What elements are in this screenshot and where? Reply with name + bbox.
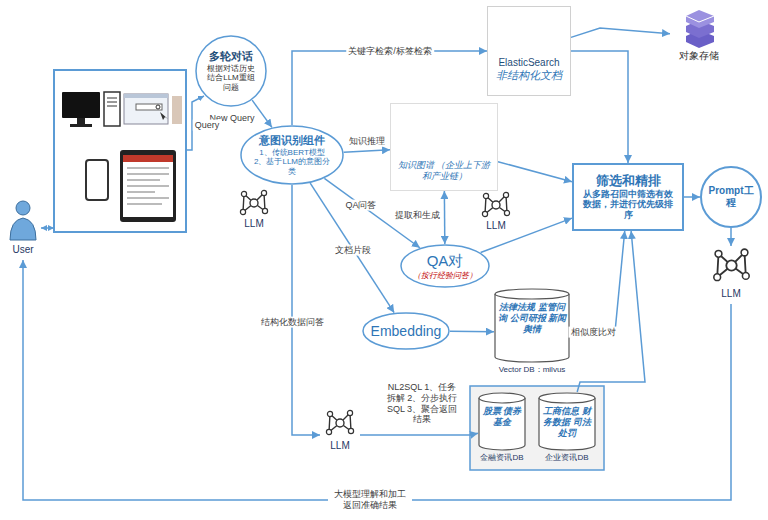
node-title: LLM — [486, 220, 505, 232]
connector — [292, 185, 320, 435]
ellipse-outline — [241, 126, 343, 184]
ellipse-outline — [196, 36, 266, 106]
node-body: 根据对话历史结合LLM重组问题 — [204, 64, 258, 93]
prompt-circle: Prompt工程 — [700, 166, 762, 228]
edge-label: 提取和生成 — [393, 210, 442, 221]
node-title: 多轮对话 — [209, 50, 253, 63]
cylinder-top — [479, 393, 525, 403]
qa-ellipse: QA对（按行经验问答） — [400, 244, 490, 288]
connector — [360, 433, 478, 435]
storage-icon — [686, 10, 714, 48]
node-title: ElasticSearch — [498, 57, 559, 69]
node-title: 意图识别组件 — [259, 134, 325, 147]
ellipse-outline — [401, 245, 489, 287]
node-title: QA对 — [427, 252, 464, 270]
search-engine-box: ElasticSearch非结构化文档 — [487, 6, 571, 96]
enterprise-db-cylinder: 工商信息 财务数据 司法处罚企业资讯DB — [538, 392, 596, 464]
cylinder-top — [539, 393, 595, 403]
connector — [344, 150, 390, 152]
cylinder-top — [495, 289, 569, 299]
node-body: 非结构化文档 — [496, 69, 562, 82]
node-title: LLM — [330, 440, 349, 452]
edge-label: 关键字检索/标签检索 — [346, 46, 434, 57]
edge-label: 相似度比对 — [569, 327, 618, 338]
connector — [577, 231, 645, 392]
llm-icon — [714, 249, 749, 280]
knowledge-graph-box: 知识图谱 （企业上下游和产业链） — [390, 103, 498, 191]
cylinder-body — [479, 398, 525, 450]
node-title: User — [12, 244, 33, 256]
node-body: 企业资讯DB — [545, 453, 588, 463]
node-title: LLM — [721, 288, 740, 300]
connector — [684, 196, 700, 198]
connector — [570, 231, 625, 332]
node-body: 金融资讯DB — [480, 453, 523, 463]
node-title: Embedding — [371, 323, 442, 340]
user-icon — [10, 201, 36, 240]
ellipse-outline — [363, 313, 449, 349]
node-title: 股票 债券 基金 — [479, 406, 525, 428]
connector — [571, 51, 628, 163]
storage-node: 对象存储 — [670, 6, 728, 66]
node-title: 法律法规 监管问询 公司研报 新闻舆情 — [498, 302, 566, 334]
finance-db-cylinder: 股票 债券 基金金融资讯DB — [478, 392, 526, 464]
edge-label: QA问答 — [343, 200, 378, 211]
cylinder-outline — [478, 392, 526, 464]
connector — [498, 162, 572, 182]
vector-db-cylinder: 法律法规 监管问询 公司研报 新闻舆情 Vector DB：milvus — [494, 288, 570, 376]
mobile-icon — [86, 150, 176, 222]
edge-label: 知识推理 — [347, 136, 387, 147]
node-body: 1、传统BERT模型 2、基于LLM的意图分类 — [252, 148, 332, 177]
llm-node: LLM — [320, 408, 360, 462]
node-title: 筛选和精排 — [596, 173, 661, 189]
edge-label: 结构化数据问答 — [259, 317, 326, 328]
connector — [444, 191, 446, 244]
connector — [730, 228, 732, 246]
cylinder-body — [539, 398, 595, 450]
desktop-icon — [62, 92, 182, 127]
node-title: 对象存储 — [679, 50, 719, 62]
llm-node: LLM — [708, 246, 754, 304]
llm-icon — [326, 410, 353, 434]
connector — [450, 331, 494, 333]
user-node: User — [4, 198, 42, 260]
node-title: 知识图谱 （企业上下游和产业链） — [394, 160, 494, 182]
llm-icon — [482, 192, 509, 216]
llm-node: LLM — [478, 190, 514, 234]
edge-label: 文档片段 — [333, 245, 373, 256]
intent-ellipse: 意图识别组件1、传统BERT模型 2、基于LLM的意图分类 — [240, 125, 344, 185]
connector — [481, 218, 572, 252]
edge-label: NL2SQL 1、任务拆解 2、分步执行SQL 3、聚合返回结果 — [382, 382, 462, 425]
rerank-box: 筛选和精排从多路召回中筛选有效数据，并进行优先级排序 — [572, 163, 684, 231]
edge-label: 大模型理解和加工 返回准确结果 — [328, 489, 412, 511]
node-title: 工商信息 财务数据 司法处罚 — [540, 406, 594, 438]
embedding-ellipse: Embedding — [362, 312, 450, 350]
database-panel — [470, 386, 604, 470]
connector — [571, 28, 670, 37]
ellipse-outline — [701, 167, 761, 227]
llm-node: LLM — [236, 188, 272, 232]
flow-label: Query — [193, 120, 222, 131]
client-panel — [54, 70, 186, 232]
user-panel-arrow — [41, 227, 54, 229]
node-body: （按行经验问答） — [413, 271, 477, 281]
node-title: Prompt工程 — [704, 185, 758, 209]
node-title: LLM — [244, 218, 263, 230]
connector — [23, 260, 731, 500]
node-body: 从多路召回中筛选有效数据，并进行优先级排序 — [580, 189, 676, 221]
llm-icon — [240, 190, 267, 214]
connector — [310, 183, 394, 313]
dialog-circle: 多轮对话根据对话历史结合LLM重组问题 — [195, 35, 267, 107]
node-body: Vector DB：milvus — [499, 365, 566, 375]
cylinder-body — [495, 294, 569, 362]
